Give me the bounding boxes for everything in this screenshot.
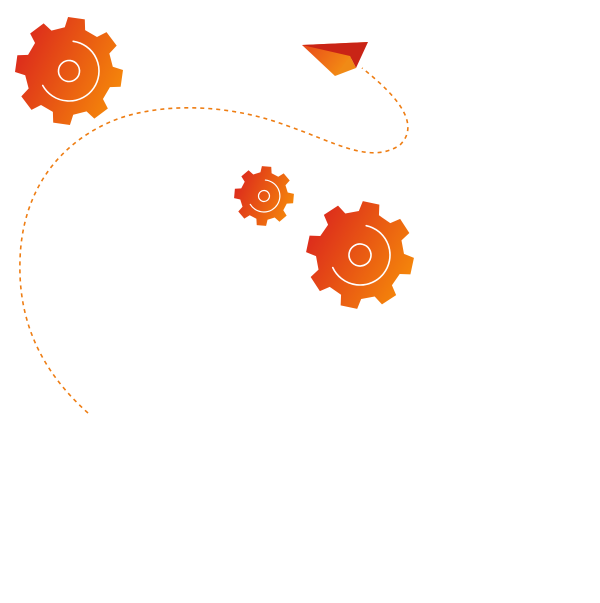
plane-wing-fold bbox=[302, 42, 368, 68]
dashed-trail bbox=[19, 67, 409, 414]
gear-hub bbox=[57, 59, 81, 83]
gear-icon bbox=[15, 17, 123, 125]
gear-hub bbox=[257, 189, 271, 203]
gear-hub bbox=[348, 243, 372, 267]
gear-ring bbox=[41, 40, 100, 102]
gear-ring bbox=[331, 224, 391, 286]
plane-keel bbox=[335, 56, 356, 76]
gear-ring bbox=[249, 179, 281, 213]
paper-plane-icon bbox=[302, 42, 368, 76]
gear-icon bbox=[306, 201, 414, 309]
gear-icon bbox=[234, 166, 294, 226]
